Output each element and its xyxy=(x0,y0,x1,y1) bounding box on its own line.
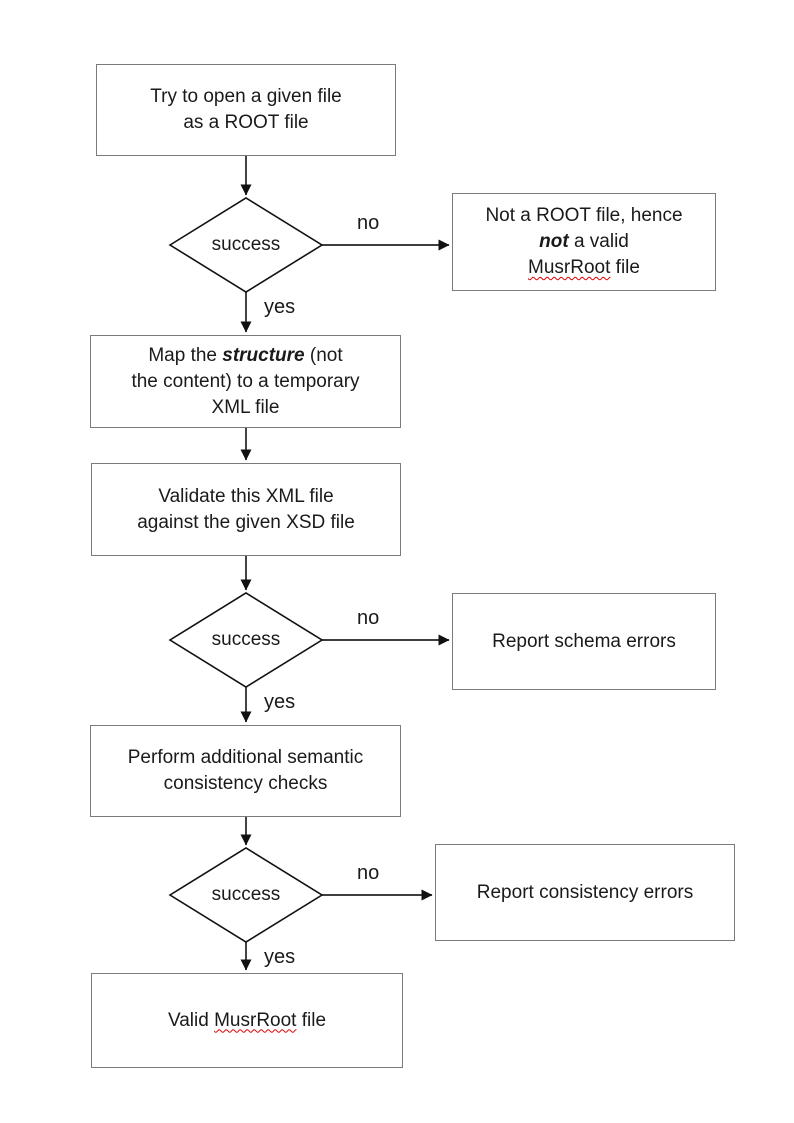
node-map-structure: Map the structure (not the content) to a… xyxy=(90,335,401,428)
node-valid-musrroot-file: Valid MusrRoot file xyxy=(91,973,403,1068)
node-valid-post: file xyxy=(296,1009,327,1031)
edge-label-no-3: no xyxy=(357,862,380,884)
node-map-line1-post: (not xyxy=(304,344,343,366)
node-not-root-line2: a valid xyxy=(568,231,629,252)
decision2-label: success xyxy=(211,629,281,650)
decision3-label: success xyxy=(211,884,281,905)
node-report-consistency-label: Report consistency errors xyxy=(476,881,694,903)
node-map-emphasis: structure xyxy=(222,344,305,366)
node-map-line2: the content) to a temporary xyxy=(131,370,360,392)
node-report-consistency-errors: Report consistency errors xyxy=(435,844,735,941)
node-validate-xml: Validate this XML file against the given… xyxy=(91,463,401,556)
node-not-root-musrroot: MusrRoot xyxy=(528,257,611,278)
node-map-line1-pre: Map the xyxy=(148,344,223,366)
node-report-schema-label: Report schema errors xyxy=(492,630,676,652)
node-validate-line1: Validate this XML file xyxy=(158,485,334,507)
node-not-root-file: Not a ROOT file, hence not a valid MusrR… xyxy=(452,193,716,291)
node-validate-line2: against the given XSD file xyxy=(137,511,355,533)
edge-label-yes-3: yes xyxy=(264,946,296,968)
edge-label-yes-1: yes xyxy=(264,296,296,318)
decision1-diamond xyxy=(168,197,324,293)
edge-label-no-2: no xyxy=(357,607,380,629)
node-valid-pre: Valid xyxy=(167,1009,215,1031)
node-map-line3: XML file xyxy=(211,396,280,418)
node-not-root-line3: file xyxy=(610,257,640,278)
node-open-file-line1: Try to open a given file xyxy=(150,86,342,107)
node-report-schema-errors: Report schema errors xyxy=(452,593,716,690)
edge-label-no-1: no xyxy=(357,212,380,234)
decision3-diamond xyxy=(168,847,324,943)
node-not-root-line1: Not a ROOT file, hence xyxy=(485,205,683,226)
node-semantic-checks: Perform additional semantic consistency … xyxy=(90,725,401,817)
node-not-root-emphasis: not xyxy=(539,231,569,252)
node-open-file: Try to open a given file as a ROOT file xyxy=(96,64,396,156)
edge-label-yes-2: yes xyxy=(264,691,296,713)
node-open-file-line2: as a ROOT file xyxy=(183,112,309,133)
node-semantic-line1: Perform additional semantic xyxy=(127,747,364,768)
node-valid-musrroot: MusrRoot xyxy=(214,1009,297,1031)
node-semantic-line2: consistency checks xyxy=(163,773,328,794)
decision2-diamond xyxy=(168,592,324,688)
decision1-label: success xyxy=(211,234,281,255)
